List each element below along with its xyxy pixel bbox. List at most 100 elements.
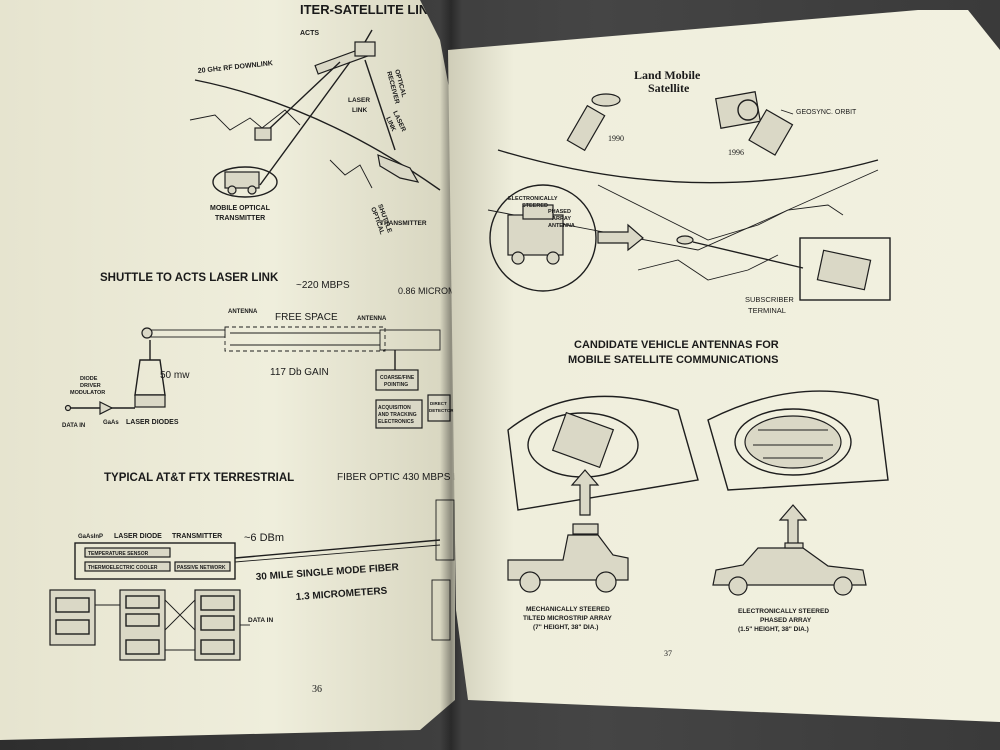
fig-inter-satellite-link: ITER-SATELLITE LINK ACTS OPTICAL RECEIVE… bbox=[189, 2, 441, 236]
detector-box bbox=[427, 394, 451, 422]
subscriber-label-2: TERMINAL bbox=[748, 306, 786, 315]
ground-station-icon bbox=[254, 127, 272, 141]
downlink-label: 20 GHz RF DOWNLINK bbox=[197, 60, 273, 75]
laser-diode-label: LASER DIODE bbox=[114, 533, 162, 540]
vehicle-antenna-inset bbox=[489, 184, 597, 292]
coarse-pointing-box bbox=[375, 369, 419, 391]
cva-title-2: MOBILE SATELLITE COMMUNICATIONS bbox=[568, 354, 778, 366]
left-page-figures: ITER-SATELLITE LINK ACTS OPTICAL RECEIVE… bbox=[49, 2, 455, 695]
car-caption-1: ELECTRONICALLY STEERED bbox=[738, 608, 829, 615]
lms-title-1: Land Mobile bbox=[634, 68, 701, 82]
detector-1: DIRECT bbox=[430, 401, 447, 406]
fiber-line bbox=[234, 539, 441, 559]
subscriber-label-1: SUBSCRIBER bbox=[745, 295, 794, 304]
acquisition-1: ACQUISITION bbox=[378, 405, 411, 411]
receive-antenna bbox=[379, 329, 441, 351]
amplifier-icon bbox=[99, 401, 114, 415]
gaas-label: GaAs bbox=[103, 420, 119, 426]
antenna-label-5: ANTENNA bbox=[548, 223, 575, 229]
car-caption-3: (1.5" HEIGHT, 38" DIA.) bbox=[738, 626, 809, 633]
up-arrow-truck bbox=[570, 469, 600, 516]
passive-network-label: PASSIVE NETWORK bbox=[177, 565, 226, 571]
coarse-pointing-1: COARSE/FINE bbox=[380, 375, 415, 381]
car-icon bbox=[712, 542, 867, 596]
detector-2: DETECTOR bbox=[429, 408, 454, 413]
antenna-label-2: STEERED bbox=[522, 203, 548, 209]
fig2-data-in: DATA IN bbox=[62, 423, 85, 429]
car-caption-2: PHASED ARRAY bbox=[760, 617, 812, 624]
pickup-truck-icon bbox=[507, 523, 629, 593]
phased-array-dome bbox=[707, 390, 889, 491]
block-diagram bbox=[49, 589, 241, 661]
satellite-1996-icon bbox=[715, 91, 794, 156]
laser-link-a-1: LASER bbox=[348, 97, 370, 104]
left-page: ITER-SATELLITE LINK ACTS OPTICAL RECEIVE… bbox=[0, 0, 455, 740]
transmitter-box bbox=[74, 542, 236, 580]
up-arrow-car bbox=[778, 504, 808, 549]
passive-network-box bbox=[174, 561, 231, 572]
thermo-cooler-label: THERMOELECTRIC COOLER bbox=[88, 565, 158, 571]
downlink-beam bbox=[269, 61, 341, 129]
right-page-number: 37 bbox=[664, 649, 672, 658]
fiber-label: 30 MILE SINGLE MODE FIBER bbox=[255, 562, 400, 583]
acquisition-3: ELECTRONICS bbox=[378, 419, 415, 425]
fig-candidate-antennas: CANDIDATE VEHICLE ANTENNAS FOR MOBILE SA… bbox=[507, 339, 889, 633]
transmitter-label: TRANSMITTER bbox=[172, 533, 222, 540]
laser-link-beam-b bbox=[364, 59, 396, 151]
cva-title-1: CANDIDATE VEHICLE ANTENNAS FOR bbox=[574, 339, 779, 351]
link-line bbox=[692, 241, 804, 269]
mobile-tx-label-1: MOBILE OPTICAL bbox=[210, 205, 271, 212]
shuttle-tx-label-3: TRANSMITTER bbox=[380, 220, 427, 227]
acquisition-2: AND TRACKING bbox=[378, 412, 417, 418]
laser-source-icon bbox=[141, 327, 153, 339]
fig-land-mobile-satellite: Land Mobile Satellite 1990 1996 GEOSYNC.… bbox=[487, 68, 891, 315]
laser-link-beam-a bbox=[259, 61, 351, 186]
fig-shuttle-laser-link: SHUTTLE TO ACTS LASER LINK ~220 MBPS 0.8… bbox=[62, 272, 455, 429]
truck-caption-2: TILTED MICROSTRIP ARRAY bbox=[523, 615, 613, 622]
temp-sensor-label: TEMPERATURE SENSOR bbox=[88, 551, 149, 557]
subscriber-terminal-inset bbox=[799, 237, 891, 301]
year-1990: 1990 bbox=[608, 134, 624, 143]
free-space-label: FREE SPACE bbox=[275, 312, 338, 323]
fig2-title: SHUTTLE TO ACTS LASER LINK bbox=[100, 272, 279, 284]
fiber-wavelength: 1.3 MICROMETERS bbox=[295, 586, 388, 603]
acts-satellite-icon bbox=[314, 29, 376, 75]
left-page-number: 36 bbox=[312, 684, 322, 695]
right-page-figures: Land Mobile Satellite 1990 1996 GEOSYNC.… bbox=[487, 68, 891, 658]
coarse-pointing-2: POINTING bbox=[384, 382, 408, 388]
fig3-data-in: DATA IN bbox=[248, 617, 273, 624]
microstrip-array-dome bbox=[507, 395, 699, 511]
geosync-label: GEOSYNC. ORBIT bbox=[796, 109, 857, 116]
vehicle-location-marker bbox=[676, 235, 694, 245]
diode-driver-label-1: DIODE bbox=[80, 376, 98, 382]
antenna-label-4: ARRAY bbox=[552, 216, 571, 222]
fig3-subtitle: FIBER OPTIC 430 MBPS LIN bbox=[337, 472, 455, 483]
diode-driver-label-2: DRIVER bbox=[80, 383, 101, 389]
thermo-cooler-box bbox=[84, 561, 171, 572]
antenna-label-3: PHASED bbox=[548, 209, 571, 215]
fig2-rate: ~220 MBPS bbox=[296, 280, 350, 291]
transmit-beam bbox=[144, 329, 226, 338]
acts-label: ACTS bbox=[300, 30, 319, 37]
mobile-tx-label-2: TRANSMITTER bbox=[215, 215, 265, 222]
lms-title-2: Satellite bbox=[648, 81, 690, 95]
laser-diode-stack-icon bbox=[134, 340, 166, 408]
year-1996: 1996 bbox=[728, 148, 744, 157]
antenna-right-label: ANTENNA bbox=[357, 316, 387, 322]
arrow-to-map bbox=[597, 223, 644, 252]
truck-caption-3: (7" HEIGHT, 38" DIA.) bbox=[533, 624, 598, 631]
satellite-1990-icon bbox=[566, 93, 621, 152]
truck-caption-1: MECHANICALLY STEERED bbox=[526, 606, 610, 613]
fig1-title: ITER-SATELLITE LINK bbox=[300, 2, 438, 17]
laser-diodes-label: LASER DIODES bbox=[126, 419, 179, 426]
coastline-outline bbox=[597, 184, 844, 241]
antenna-label-1: ELECTRONICALLY bbox=[508, 196, 558, 202]
acquisition-box bbox=[375, 399, 423, 429]
fig2-wavelength: 0.86 MICROMETERS bbox=[398, 286, 455, 296]
temp-sensor-box bbox=[84, 547, 171, 558]
fig3-title: TYPICAL AT&T FTX TERRESTRIAL bbox=[104, 472, 294, 484]
gaasp-label: GaAsInP bbox=[78, 534, 103, 540]
laser-link-a-2: LINK bbox=[352, 107, 367, 114]
fig2-gain: 117 Db GAIN bbox=[270, 367, 329, 378]
diode-driver-label-3: MODULATOR bbox=[70, 390, 105, 396]
